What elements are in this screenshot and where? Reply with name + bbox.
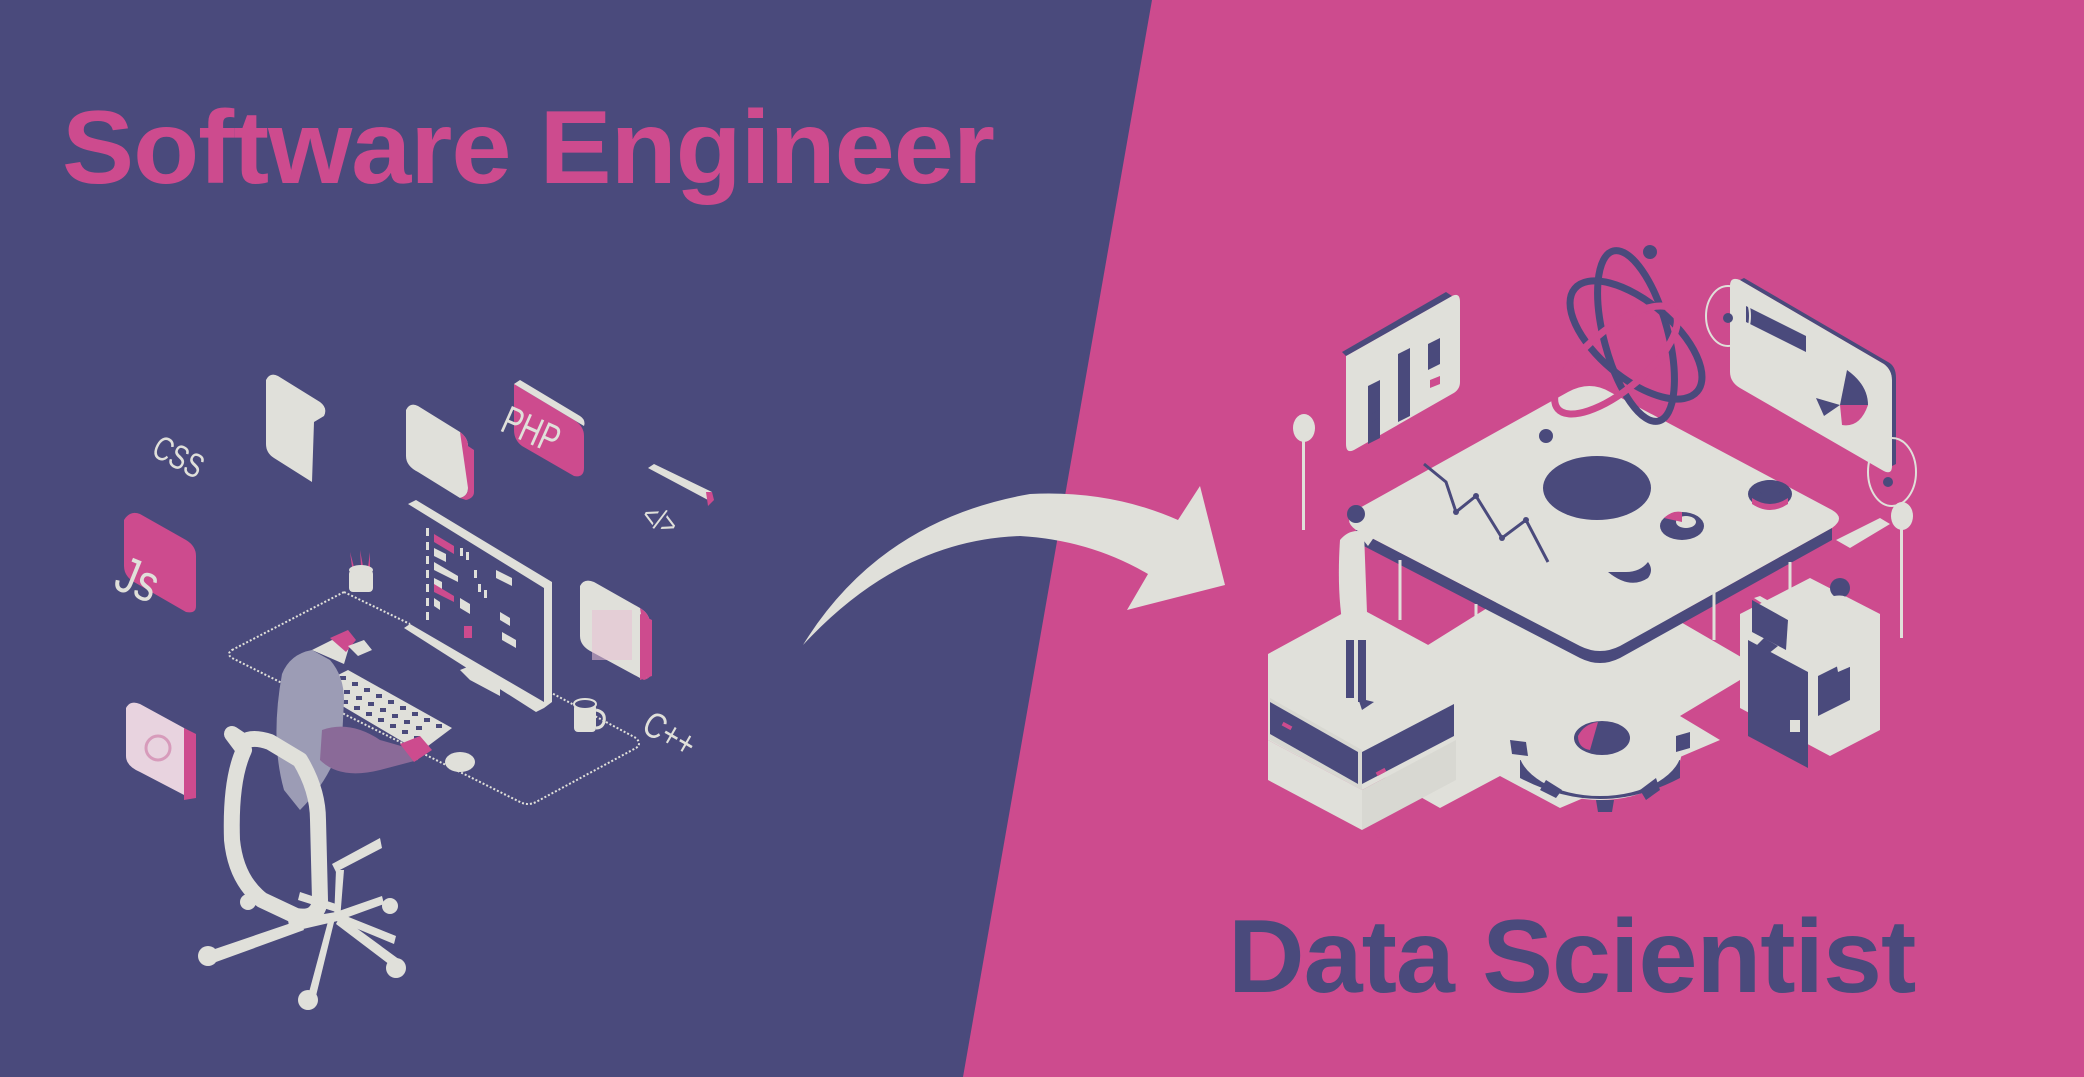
monitor-icon: [404, 500, 552, 712]
curved-arrow-right-icon: [803, 486, 1225, 645]
pie-chart-board-icon: [1705, 278, 1917, 507]
pencil-cup-icon: [349, 550, 373, 592]
software-engineer-illustration: [124, 374, 714, 1010]
framework-tile-icon: [580, 580, 652, 680]
analytics-table: [1349, 386, 1890, 663]
sensor-pin-right-icon: [1891, 502, 1913, 638]
php-tile-icon: [514, 380, 585, 477]
office-chair-icon: [198, 726, 406, 1010]
scientist-person-left: [1338, 505, 1386, 710]
bar-chart-board-icon: [1342, 292, 1460, 452]
javascript-tile-icon: [124, 512, 196, 613]
blank-code-tile-icon: [266, 374, 326, 482]
data-scientist-illustration: [1268, 245, 1917, 839]
server-rack-icon: [1268, 606, 1456, 839]
code-lines: [426, 528, 516, 648]
donut-chart-icon: [1608, 480, 1792, 583]
html-tag-bar-icon: [648, 464, 714, 506]
search-tile-icon: [126, 702, 196, 800]
data-scientist-title: Data Scientist: [1228, 899, 1916, 1015]
sensor-pin-left-icon: [1293, 414, 1315, 530]
mouse-icon: [445, 752, 475, 772]
atom-icon: [1539, 245, 1706, 443]
software-engineer-title: Software Engineer: [62, 90, 995, 206]
gear-icon: [1510, 700, 1690, 812]
scientist-person-right: [1828, 578, 1866, 672]
developer-person: [276, 630, 432, 810]
workstation-desk: [1740, 578, 1880, 768]
coffee-mug-icon: [573, 698, 606, 732]
blank-file-tile-icon: [406, 404, 474, 500]
desk: [228, 591, 640, 805]
